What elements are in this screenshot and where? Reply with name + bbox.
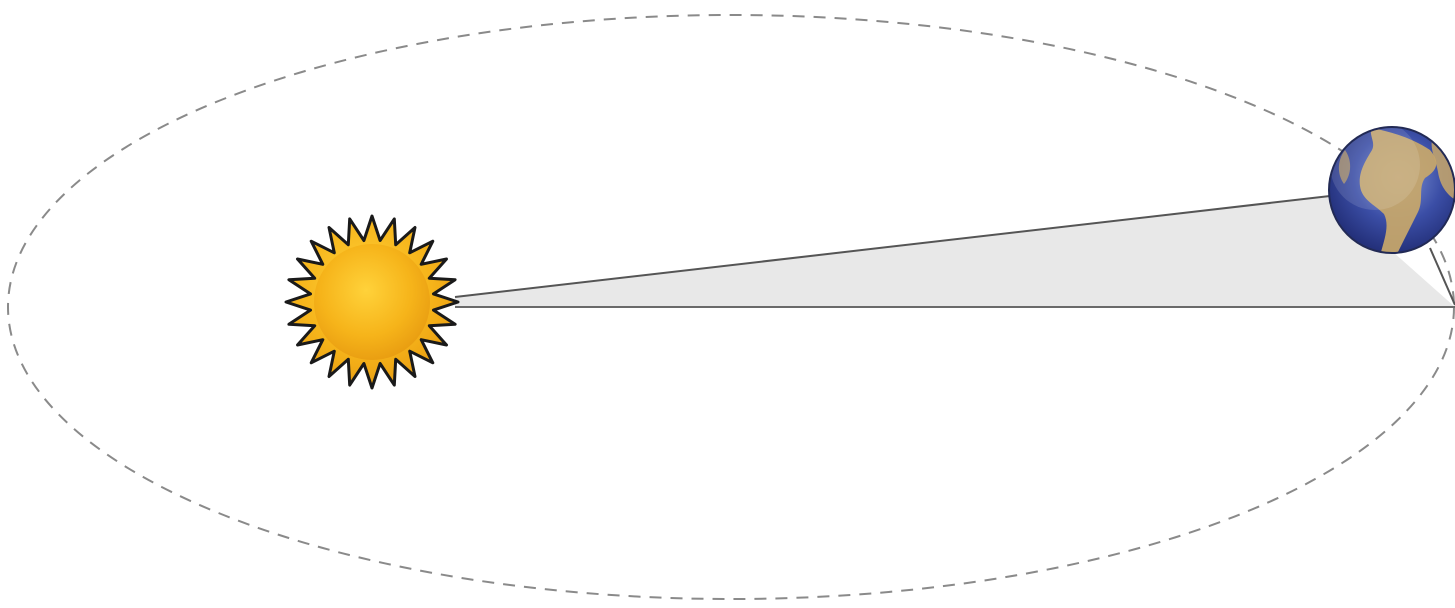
sun-icon	[286, 216, 458, 388]
earth-globe-icon	[1329, 120, 1455, 256]
swept-area-triangle	[455, 196, 1455, 307]
sun-core	[314, 244, 430, 360]
